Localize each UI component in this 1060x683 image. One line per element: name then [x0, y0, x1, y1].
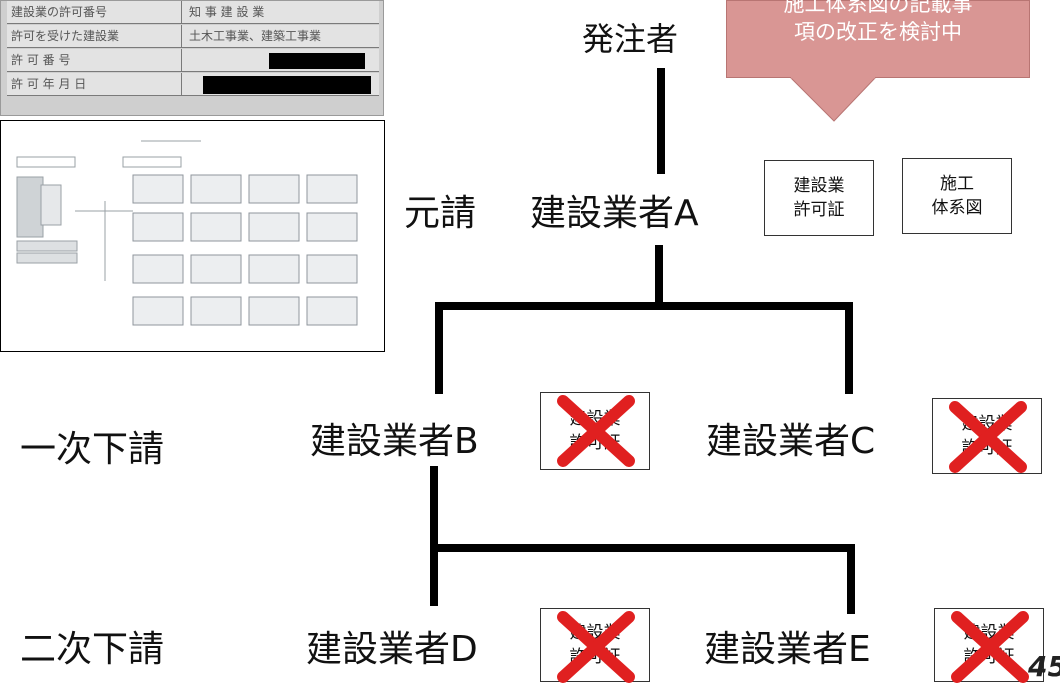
permit-row: 建設業の許可番号 知 事 建 設 業 — [7, 1, 379, 24]
callout-line-2: 項の改正を検討中 — [794, 20, 962, 44]
permit-doc-b-crossed: 建設業 許可証 — [540, 392, 650, 470]
tier-label-second: 二次下請 — [20, 629, 165, 670]
tree-line-to-e — [847, 544, 855, 614]
redaction-bar — [203, 76, 371, 94]
permit-doc-c-crossed: 建設業 許可証 — [932, 398, 1042, 474]
red-cross-icon — [557, 611, 635, 683]
company-b: 建設業者B — [310, 421, 479, 462]
red-cross-icon — [951, 611, 1029, 683]
tree-line-b-down — [430, 466, 438, 606]
tree-line-to-c — [845, 302, 853, 394]
callout-pointer — [790, 77, 877, 122]
client-label: 発注者 — [582, 20, 679, 58]
page-number: 45 — [1028, 650, 1060, 683]
company-c: 建設業者C — [706, 421, 876, 462]
callout-text: 施工体系図の記載事 項の改正を検討中 — [726, 0, 1030, 46]
tree-line-to-b — [435, 302, 443, 394]
permit-sign-photo: 建設業の許可番号 知 事 建 設 業 許可を受けた建設業 土木工事業、建築工事業… — [0, 0, 384, 116]
company-a: 建設業者A — [530, 193, 699, 234]
company-e: 建設業者E — [704, 629, 871, 670]
callout-box — [726, 0, 1030, 78]
tree-line-second-tier-bar — [437, 544, 855, 552]
tier-label-first: 一次下請 — [20, 429, 165, 470]
tree-line-a-down — [655, 245, 663, 307]
callout-line-1: 施工体系図の記載事 — [783, 0, 973, 16]
red-cross-icon — [557, 395, 635, 467]
company-d: 建設業者D — [306, 629, 478, 670]
tier-label-prime: 元請 — [404, 193, 477, 234]
red-cross-icon — [949, 401, 1027, 473]
system-chart-doc-a: 施工 体系図 — [902, 158, 1012, 234]
permit-doc-e-crossed: 建設業 許可証 — [934, 608, 1044, 683]
construction-system-chart-thumbnail — [0, 120, 385, 352]
permit-doc-a: 建設業 許可証 — [764, 160, 874, 236]
permit-row: 許可を受けた建設業 土木工事業、建築工事業 — [7, 25, 379, 48]
permit-row: 許 可 年 月 日 — [7, 73, 379, 96]
redaction-bar — [269, 53, 365, 69]
permit-doc-d-crossed: 建設業 許可証 — [540, 608, 650, 683]
tree-line-first-tier-bar — [435, 302, 853, 310]
chart-thumbnail-drawing — [16, 140, 358, 326]
permit-row: 許 可 番 号 — [7, 49, 379, 72]
tree-line-client-to-a — [657, 68, 665, 174]
